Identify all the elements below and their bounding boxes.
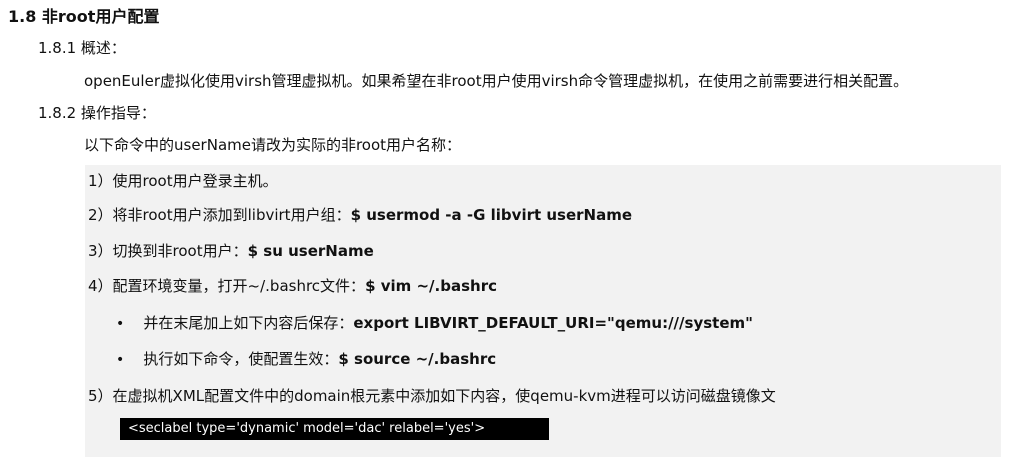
step-command: $ vim ~/.bashrc — [365, 277, 497, 295]
step-text: 5）在虚拟机XML配置文件中的domain根元素中添加如下内容，使qemu-kv… — [88, 387, 776, 405]
step-text: 4）配置环境变量，打开~/.bashrc文件： — [88, 277, 366, 295]
overview-paragraph: openEuler虚拟化使用virsh管理虚拟机。如果希望在非root用户使用v… — [84, 72, 909, 90]
subsection-title-overview: 1.8.1 概述： — [38, 39, 126, 57]
step-1: 1）使用root用户登录主机。 — [88, 170, 278, 191]
guide-intro: 以下命令中的userName请改为实际的非root用户名称： — [84, 136, 462, 154]
bullet-icon: • — [116, 316, 125, 332]
bullet-command: export LIBVIRT_DEFAULT_URI="qemu:///syst… — [353, 314, 753, 332]
step-text: 1）使用root用户登录主机。 — [88, 172, 278, 190]
subsection-title-guide: 1.8.2 操作指导： — [38, 104, 156, 122]
step-5: 5）在虚拟机XML配置文件中的domain根元素中添加如下内容，使qemu-kv… — [88, 385, 776, 406]
step-text: 3）切换到非root用户： — [88, 242, 248, 260]
step-text: 2）将非root用户添加到libvirt用户组： — [88, 206, 351, 224]
step-3: 3）切换到非root用户：$ su userName — [88, 240, 374, 261]
bullet-command: $ source ~/.bashrc — [338, 350, 497, 368]
code-block: <seclabel type='dynamic' model='dac' rel… — [120, 418, 549, 440]
bullet-text: 并在末尾加上如下内容后保存： — [143, 314, 354, 332]
step-command: $ usermod -a -G libvirt userName — [350, 206, 633, 224]
step-4: 4）配置环境变量，打开~/.bashrc文件：$ vim ~/.bashrc — [88, 275, 497, 296]
bullet-item: • 执行如下命令，使配置生效：$ source ~/.bashrc — [116, 348, 496, 369]
bullet-item: • 并在末尾加上如下内容后保存：export LIBVIRT_DEFAULT_U… — [116, 312, 753, 333]
bullet-icon: • — [116, 352, 125, 368]
step-command: $ su userName — [247, 242, 374, 260]
section-heading: 1.8 非root用户配置 — [8, 7, 160, 26]
step-2: 2）将非root用户添加到libvirt用户组：$ usermod -a -G … — [88, 204, 632, 225]
bullet-text: 执行如下命令，使配置生效： — [143, 350, 339, 368]
steps-panel — [85, 165, 1001, 457]
